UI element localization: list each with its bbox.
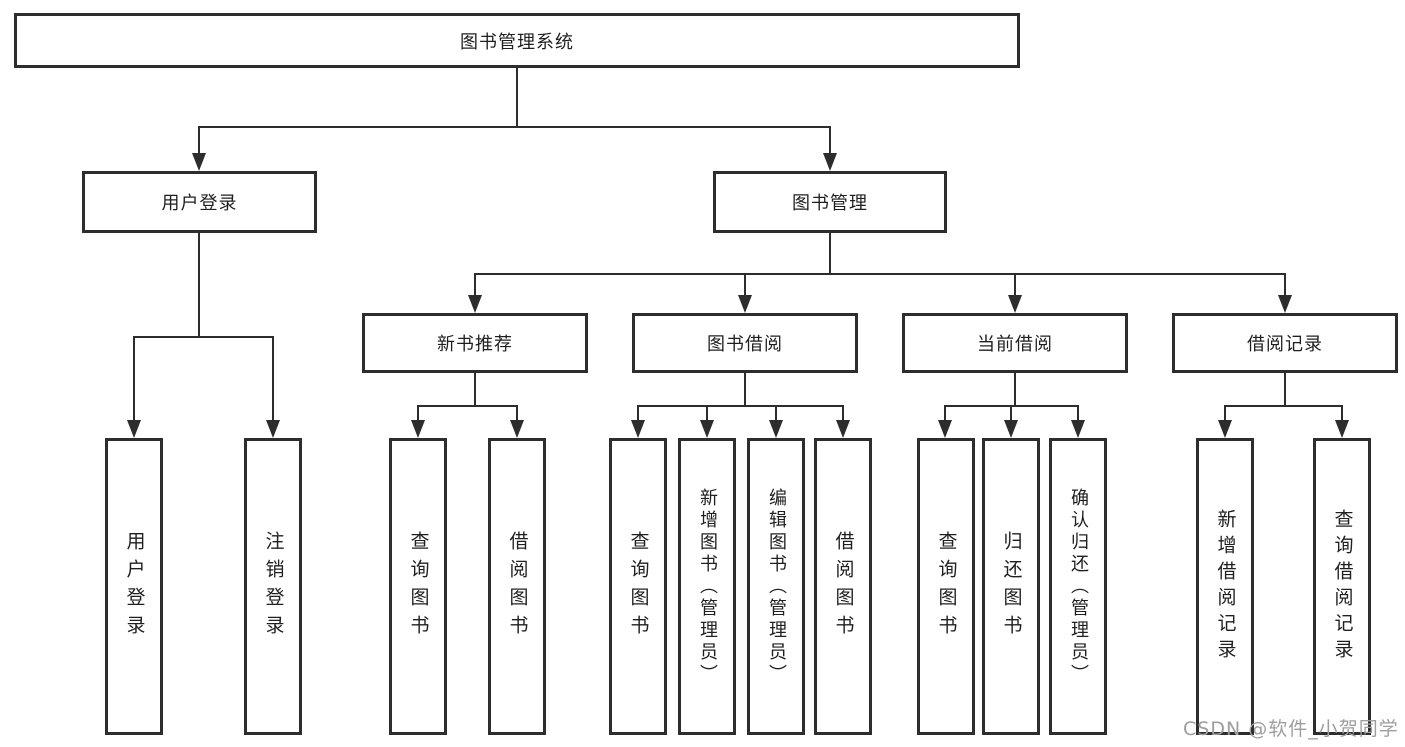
- connector-book-borrow-stub: [744, 373, 746, 407]
- leaf-borrow-book: 借阅图书: [814, 438, 872, 735]
- node-new-book-recommend-label: 新书推荐: [437, 334, 513, 355]
- leaf-borrow-query-label: 查询图书: [627, 530, 650, 643]
- arrow-down-icon: [510, 420, 524, 438]
- arrow-down-icon: [1004, 420, 1018, 438]
- leaf-logout: 注销登录: [244, 438, 302, 735]
- leaf-query-record-label: 查询借阅记录: [1331, 508, 1354, 665]
- arrow-down-icon: [938, 420, 952, 438]
- node-user-login-label: 用户登录: [161, 193, 238, 214]
- connector-borrow-record-hline: [1224, 405, 1343, 407]
- connector-logout-leaf-drop: [272, 336, 274, 422]
- leaf-user-login: 用户登录: [105, 438, 163, 735]
- connector-leaf-drop: [1341, 405, 1343, 423]
- leaf-borrow-book-label: 借阅图书: [832, 530, 855, 643]
- arrow-down-icon: [1278, 295, 1292, 313]
- connector-leaf-drop: [842, 405, 844, 423]
- node-book-borrow-label: 图书借阅: [707, 334, 783, 355]
- leaf-add-record-label: 新增借阅记录: [1214, 508, 1237, 665]
- arrow-down-icon: [411, 420, 425, 438]
- arrow-down-icon: [1218, 420, 1232, 438]
- node-book-management-label: 图书管理: [792, 193, 868, 214]
- connector-new-book-drop: [474, 273, 476, 298]
- connector-book-borrow-drop: [744, 273, 746, 298]
- connector-leaf-drop: [944, 405, 946, 423]
- connector-root-hline: [198, 126, 831, 128]
- leaf-newbook-borrow: 借阅图书: [488, 438, 546, 735]
- arrow-down-icon: [769, 420, 783, 438]
- connector-book-mgmt-stub: [829, 233, 831, 275]
- node-user-login: 用户登录: [82, 171, 317, 233]
- connector-user-login-stub: [198, 233, 200, 338]
- connector-leaf-drop: [1224, 405, 1226, 423]
- leaf-borrow-edit-admin-label: 编辑图书（管理员）: [766, 487, 787, 686]
- node-root: 图书管理系统: [14, 13, 1020, 68]
- arrow-down-icon: [1335, 420, 1349, 438]
- connector-root-stub: [516, 68, 518, 128]
- connector-level3-hline: [474, 273, 1286, 275]
- leaf-newbook-borrow-label: 借阅图书: [506, 530, 529, 643]
- node-borrow-record: 借阅记录: [1172, 313, 1398, 373]
- connector-book-borrow-hline: [637, 405, 844, 407]
- connector-borrow-record-drop: [1284, 273, 1286, 298]
- leaf-current-query: 查询图书: [917, 438, 975, 735]
- connector-borrow-record-stub: [1284, 373, 1286, 407]
- leaf-borrow-query: 查询图书: [609, 438, 667, 735]
- connector-login-leaf-drop: [133, 336, 135, 422]
- node-current-borrow-label: 当前借阅: [977, 334, 1053, 355]
- arrow-down-icon: [192, 153, 206, 171]
- connector-new-book-hline: [417, 405, 518, 407]
- leaf-confirm-return-admin: 确认归还（管理员）: [1049, 438, 1107, 735]
- leaf-user-login-label: 用户登录: [123, 530, 146, 643]
- node-current-borrow: 当前借阅: [902, 313, 1128, 373]
- leaf-logout-label: 注销登录: [262, 530, 285, 643]
- arrow-down-icon: [266, 420, 280, 438]
- node-book-borrow: 图书借阅: [632, 313, 858, 373]
- connector-leaf-drop: [1010, 405, 1012, 423]
- node-new-book-recommend: 新书推荐: [362, 313, 588, 373]
- leaf-return-book: 归还图书: [982, 438, 1040, 735]
- leaf-borrow-edit-admin: 编辑图书（管理员）: [747, 438, 805, 735]
- connector-leaf-drop: [775, 405, 777, 423]
- arrow-down-icon: [836, 420, 850, 438]
- arrow-down-icon: [738, 295, 752, 313]
- arrow-down-icon: [1071, 420, 1085, 438]
- arrow-down-icon: [700, 420, 714, 438]
- leaf-query-record: 查询借阅记录: [1313, 438, 1371, 735]
- node-root-label: 图书管理系统: [460, 31, 574, 53]
- connector-current-borrow-stub: [1014, 373, 1016, 407]
- leaf-newbook-query: 查询图书: [389, 438, 447, 735]
- connector-user-login-hline: [133, 336, 274, 338]
- node-book-management: 图书管理: [713, 171, 947, 233]
- connector-current-borrow-drop: [1014, 273, 1016, 298]
- node-borrow-record-label: 借阅记录: [1247, 334, 1323, 355]
- connector-leaf-drop: [706, 405, 708, 423]
- arrow-down-icon: [127, 420, 141, 438]
- connector-leaf-drop: [637, 405, 639, 423]
- arrow-down-icon: [823, 153, 837, 171]
- leaf-newbook-query-label: 查询图书: [407, 530, 430, 643]
- leaf-borrow-add-admin-label: 新增图书（管理员）: [697, 487, 718, 686]
- csdn-watermark: CSDN @软件_小贺同学: [1183, 718, 1399, 740]
- connector-book-mgmt-drop: [829, 126, 831, 156]
- leaf-return-book-label: 归还图书: [1000, 530, 1023, 643]
- arrow-down-icon: [631, 420, 645, 438]
- connector-user-login-drop: [198, 126, 200, 156]
- connector-leaf-drop: [516, 405, 518, 423]
- leaf-borrow-add-admin: 新增图书（管理员）: [678, 438, 736, 735]
- leaf-current-query-label: 查询图书: [935, 530, 958, 643]
- leaf-confirm-return-admin-label: 确认归还（管理员）: [1068, 487, 1089, 686]
- arrow-down-icon: [1008, 295, 1022, 313]
- leaf-add-record: 新增借阅记录: [1196, 438, 1254, 735]
- connector-new-book-stub: [474, 373, 476, 407]
- connector-leaf-drop: [417, 405, 419, 423]
- arrow-down-icon: [468, 295, 482, 313]
- connector-leaf-drop: [1077, 405, 1079, 423]
